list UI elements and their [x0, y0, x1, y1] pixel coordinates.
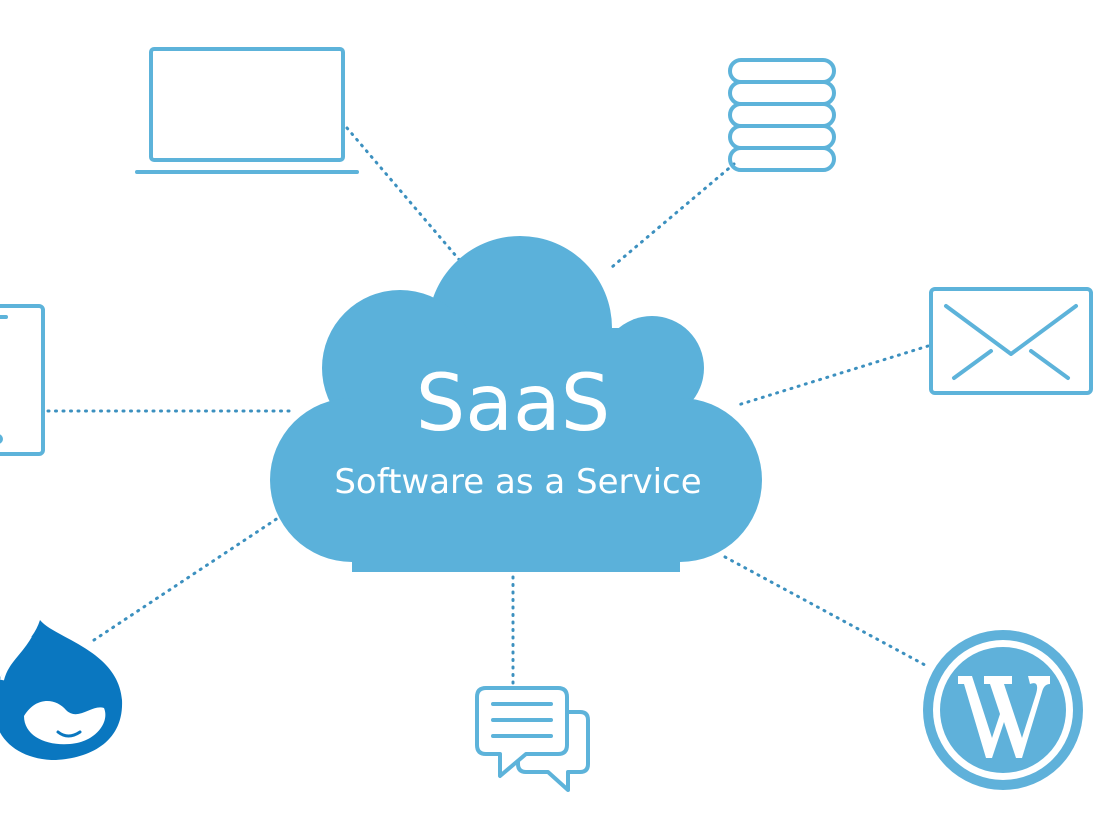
connector-laptop — [345, 126, 464, 265]
saas-cloud: SaaS Software as a Service — [270, 236, 762, 572]
connector-email — [736, 344, 930, 407]
wordpress-logo — [923, 630, 1083, 790]
cloud-shape — [270, 236, 762, 572]
connector-drupal — [92, 516, 280, 642]
connector-wordpress — [723, 555, 927, 667]
tablet-icon — [0, 304, 45, 456]
connector-database — [610, 162, 736, 269]
envelope-icon — [929, 287, 1093, 395]
drupal-logo — [0, 620, 123, 760]
laptop-icon — [135, 47, 359, 174]
database-icon — [728, 58, 836, 172]
cloud-subtitle: Software as a Service — [334, 462, 701, 502]
connectors — [46, 126, 930, 686]
cloud-title: SaaS — [416, 359, 611, 449]
chat-bubbles-icon — [475, 686, 590, 792]
